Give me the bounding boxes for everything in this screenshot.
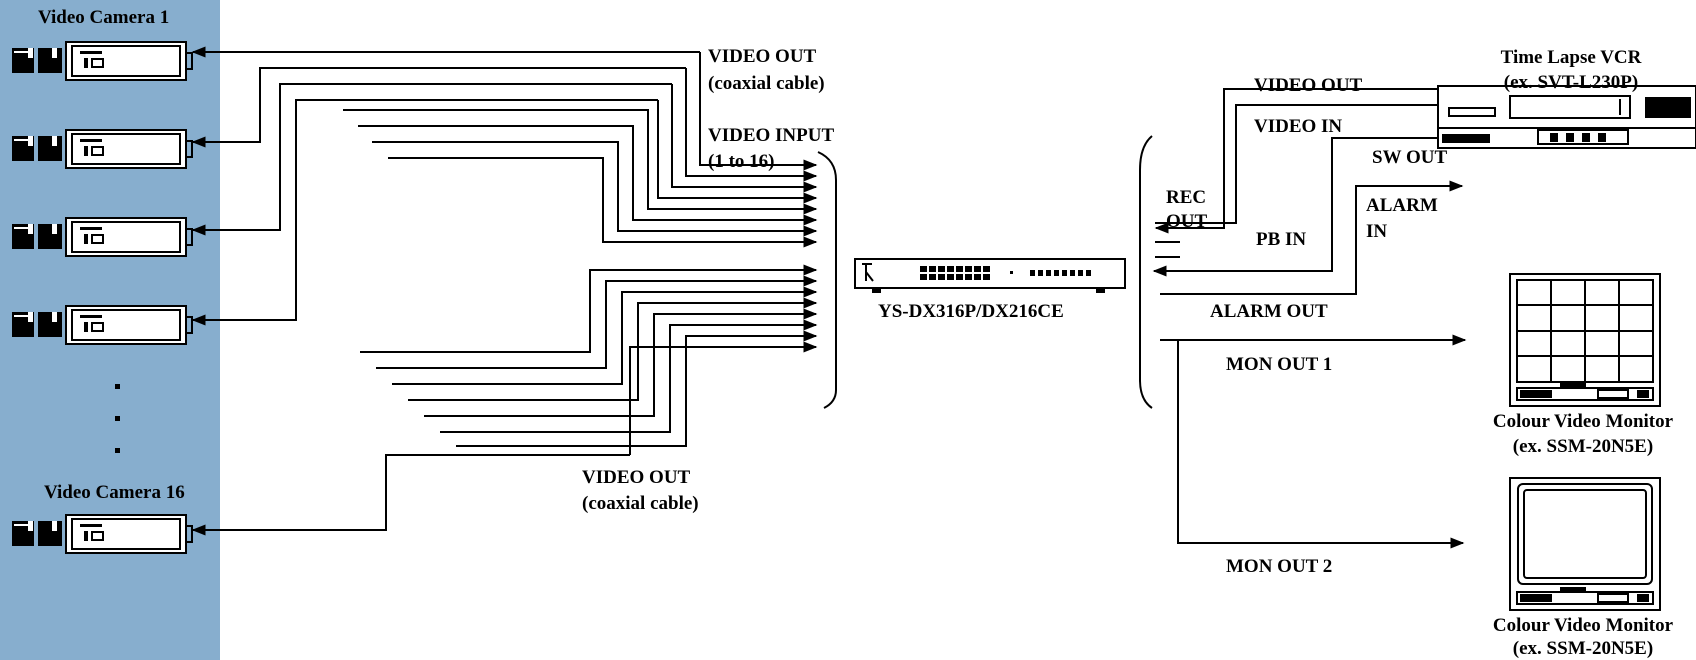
monitor-1 [1509,273,1661,407]
vcr-connections [1152,88,1464,295]
rec-out-label-line2: OUT [1166,211,1208,232]
monitor-connections [1160,334,1467,549]
monitor-1-name-label: Colour Video Monitor [1492,411,1674,432]
bottom-video-out-label: VIDEO OUT [582,467,691,488]
video-input-sublabel: (1 to 16) [708,151,775,172]
camera-cables [191,46,700,536]
monitor-2-model-label: (ex. SSM-20N5E) [1512,638,1654,659]
alarm-in-label-line2: IN [1366,221,1388,242]
bottom-video-out-sublabel: (coaxial cable) [582,493,699,514]
video-camera [12,305,193,345]
output-brace [1139,135,1153,409]
input-cable-bundle [343,52,818,455]
video-camera [12,129,193,169]
alarm-in-label-line1: ALARM [1366,195,1438,216]
multiplexer-model-label: YS-DX316P/DX216CE [878,301,1064,322]
top-video-out-sublabel: (coaxial cable) [708,73,825,94]
alarm-out-label: ALARM OUT [1210,301,1328,322]
video-camera [12,514,193,554]
sw-out-label: SW OUT [1372,147,1448,168]
mon-out-1-label: MON OUT 1 [1226,354,1333,375]
input-brace [817,151,837,409]
camera-16-label: Video Camera 16 [44,482,185,503]
top-video-out-label: VIDEO OUT [708,46,817,67]
pb-in-label: PB IN [1256,229,1307,250]
multiplexer-unit [854,258,1126,293]
vcr-model-label: (ex. SVT-L230P) [1503,72,1639,93]
video-in-connection-label: VIDEO IN [1254,116,1343,137]
camera-group [12,41,193,554]
rec-out-label-line1: REC [1166,187,1207,208]
vcr-unit [1437,85,1696,149]
vcr-name-label: Time Lapse VCR [1500,47,1642,68]
video-out-connection-label: VIDEO OUT [1254,75,1363,96]
monitor-2 [1509,477,1661,611]
video-input-label: VIDEO INPUT [708,125,835,146]
video-camera [12,217,193,257]
video-camera [12,41,193,81]
monitor-1-model-label: (ex. SSM-20N5E) [1512,436,1654,457]
continuation-dots [115,384,120,453]
mon-out-2-label: MON OUT 2 [1226,556,1333,577]
monitor-2-name-label: Colour Video Monitor [1492,615,1674,636]
camera-1-label: Video Camera 1 [38,7,170,28]
